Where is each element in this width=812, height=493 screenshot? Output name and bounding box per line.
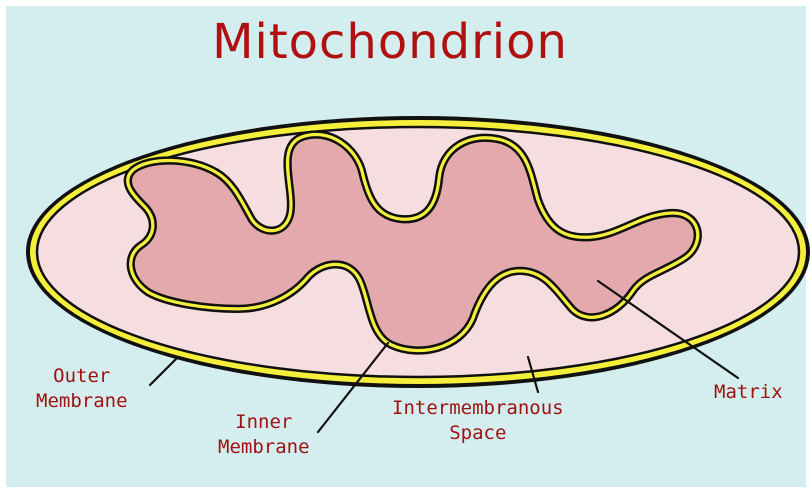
label-matrix: Matrix [714,380,783,405]
label-outer-membrane-line1: Outer [36,364,128,389]
label-intermembranous-space: Intermembranous Space [392,396,564,445]
label-intermembranous-space-line1: Intermembranous [392,396,564,421]
label-intermembranous-space-line2: Space [392,421,564,446]
label-inner-membrane: Inner Membrane [218,410,310,459]
label-inner-membrane-line2: Membrane [218,435,310,460]
leader-line-outer-membrane [150,357,178,385]
label-outer-membrane-line2: Membrane [36,389,128,414]
label-inner-membrane-line1: Inner [218,410,310,435]
label-outer-membrane: Outer Membrane [36,364,128,413]
